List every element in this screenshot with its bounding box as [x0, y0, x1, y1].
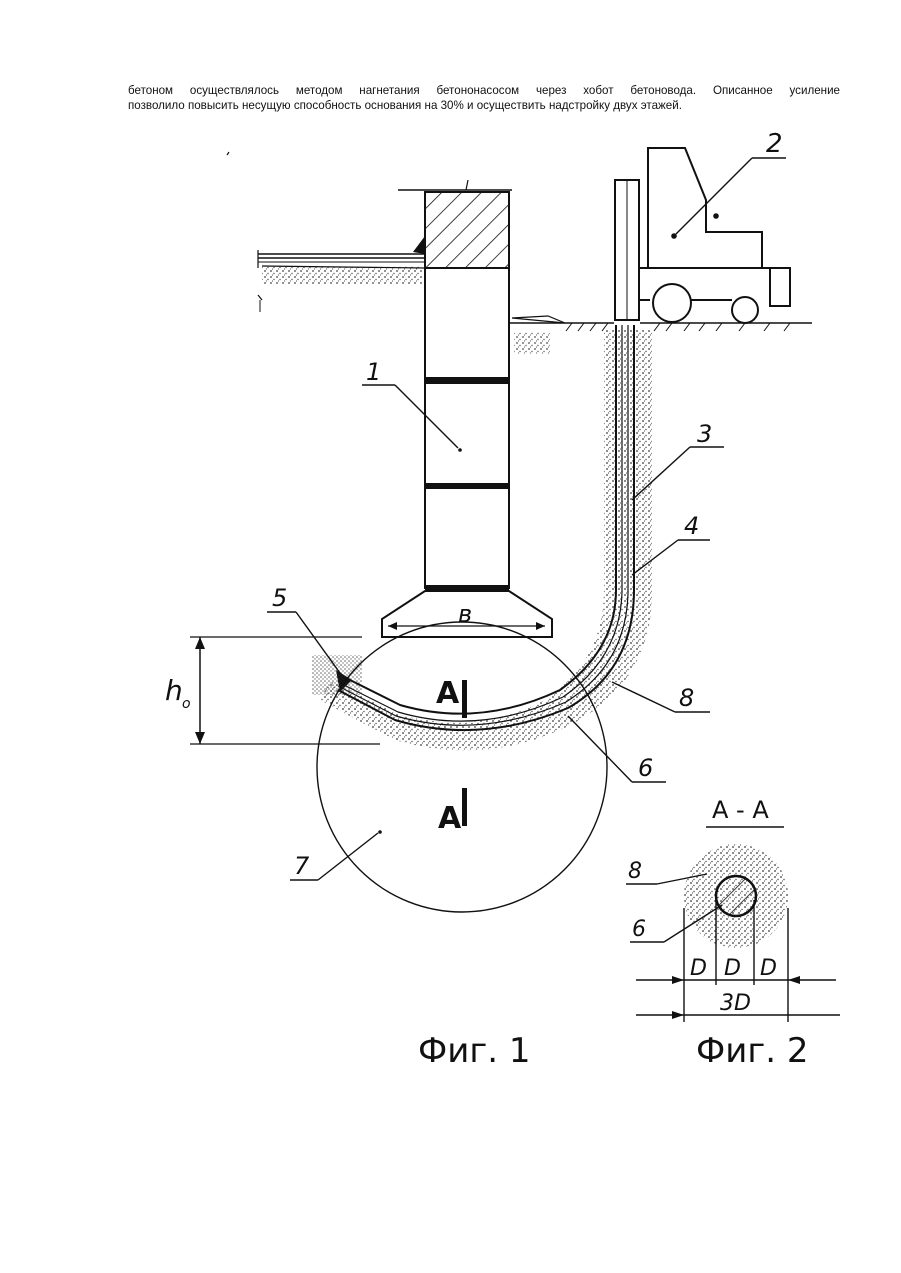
dimension-3d: 3D — [720, 991, 751, 1016]
callout-5: 5 — [272, 584, 287, 612]
dimension-d-left: D — [690, 956, 707, 981]
pipe-section — [716, 876, 756, 916]
section-title: А - А — [712, 796, 769, 824]
callout-3: 3 — [697, 420, 712, 448]
drilling-machine — [615, 148, 790, 323]
borehole — [320, 325, 652, 750]
callout-8: 8 — [679, 684, 694, 712]
ground-surface — [509, 316, 812, 354]
section-marker-top: А — [436, 676, 460, 711]
section-marker-bottom: А — [438, 801, 462, 836]
figure-1-caption: Фиг. 1 — [418, 1031, 530, 1071]
figure-2: А - А 8 6 D D D — [626, 796, 840, 1071]
callout-2: 2 — [766, 129, 783, 159]
footing-width-label: в — [458, 600, 472, 628]
injection-zone-left — [312, 655, 362, 695]
foundation-wall — [425, 268, 509, 591]
figure-2-caption: Фиг. 2 — [696, 1031, 808, 1071]
callout-7: 7 — [294, 852, 310, 880]
wall-hatched-section — [425, 192, 509, 268]
depth-label-subscript: o — [182, 696, 191, 712]
callout-4: 4 — [684, 512, 699, 540]
depth-label: h — [165, 674, 183, 707]
dimension-d-center: D — [724, 956, 741, 981]
callout-6: 6 — [638, 754, 653, 782]
fig2-callout-6: 6 — [632, 917, 646, 942]
floor-slab — [258, 236, 425, 312]
callout-1: 1 — [366, 358, 381, 386]
dimension-d-right: D — [760, 956, 777, 981]
fig2-callout-8: 8 — [628, 859, 642, 884]
